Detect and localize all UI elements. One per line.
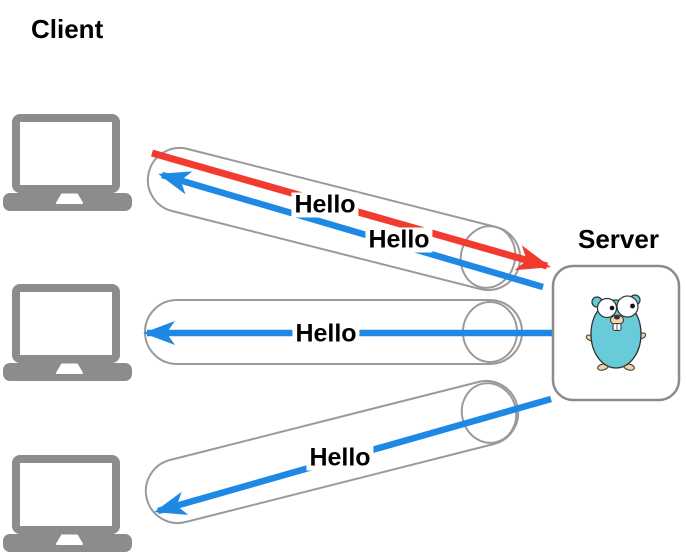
gopher-eye-left: [596, 297, 618, 319]
laptop-notch: [56, 363, 83, 374]
gopher-eye-right: [616, 295, 639, 318]
message-label-bottom-response: Hello: [306, 445, 374, 471]
laptop-screen: [20, 463, 112, 526]
laptop-notch: [56, 193, 83, 204]
gopher-icon: [585, 294, 647, 371]
laptop-screen: [20, 122, 112, 185]
message-label-middle-response: Hello: [292, 321, 360, 347]
gopher-pupil-right: [630, 303, 635, 309]
arrow-response-top-server-to-client: [158, 171, 544, 291]
laptop-screen: [20, 292, 112, 355]
laptop-notch: [56, 534, 83, 545]
client-label: Client: [31, 14, 104, 44]
laptop-icon-client-2: [3, 284, 132, 381]
laptop-icon-client-3: [3, 455, 132, 552]
gopher-pupil-left: [609, 305, 615, 311]
pipe-top-opening: [459, 225, 517, 289]
message-label-top-response: Hello: [365, 227, 433, 253]
message-label-top-request: Hello: [291, 192, 359, 218]
server-label: Server: [578, 224, 659, 254]
gopher-nose: [614, 315, 620, 320]
laptop-icon-client-1: [3, 114, 132, 211]
